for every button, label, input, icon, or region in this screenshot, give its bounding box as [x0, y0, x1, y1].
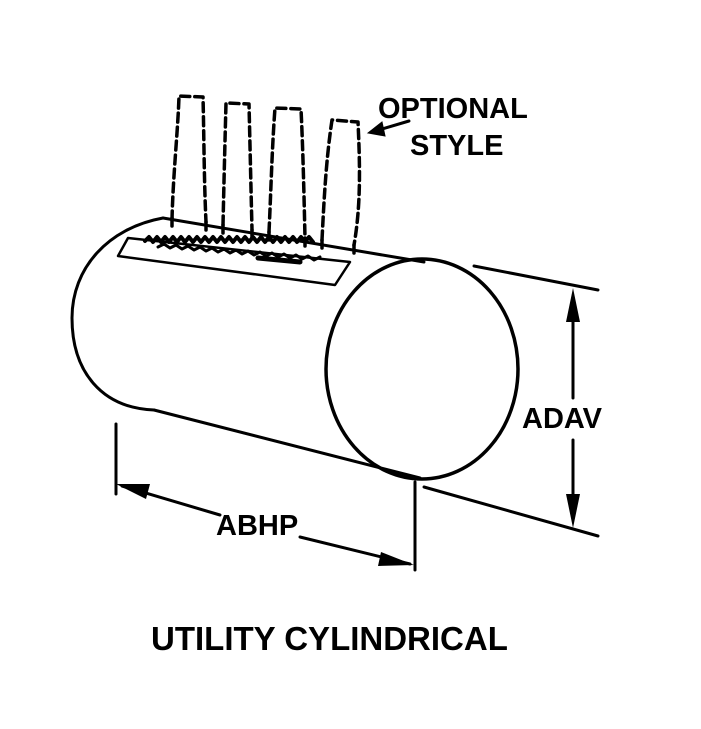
length-dimension — [114, 422, 417, 572]
length-dimension-label: ABHP — [216, 510, 298, 542]
figure-title: UTILITY CYLINDRICAL — [151, 620, 508, 657]
height-dimension-label: ADAV — [522, 403, 603, 435]
optional-style-label-line2: STYLE — [410, 130, 503, 162]
height-extension-bottom — [422, 485, 600, 538]
terminal-loop-3 — [267, 106, 307, 240]
height-extension-top — [472, 264, 600, 292]
length-arrow-left — [116, 484, 150, 499]
height-dimension — [422, 264, 600, 538]
height-arrow-up — [566, 288, 580, 322]
terminal-loop-1 — [170, 94, 208, 224]
label-plate — [116, 235, 352, 287]
optional-terminals — [170, 94, 362, 255]
optional-style-label-line1: OPTIONAL — [378, 93, 528, 125]
height-arrow-down — [566, 494, 580, 528]
length-arrow-right — [378, 552, 414, 566]
cylinder-end-face — [324, 257, 520, 481]
terminal-loop-2 — [221, 101, 254, 232]
optional-style-pointer — [366, 119, 411, 137]
plate-serration — [143, 235, 315, 244]
terminal-loop-4 — [320, 118, 362, 247]
